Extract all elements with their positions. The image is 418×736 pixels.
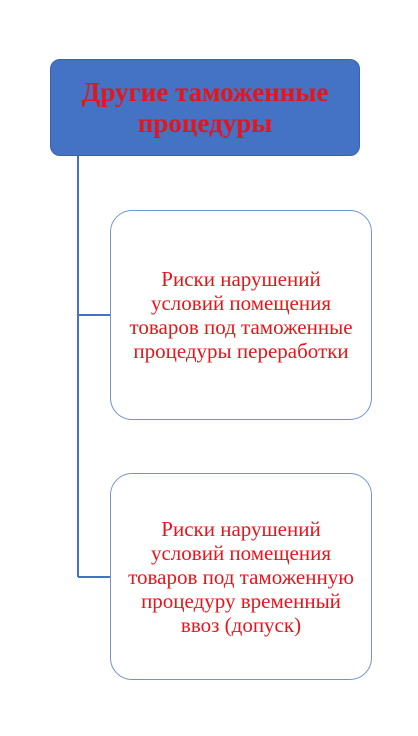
child-label-processing: Риски нарушений условий помещения товаро… bbox=[129, 267, 353, 363]
root-title: Другие таможенные процедуры bbox=[81, 76, 329, 138]
child-node-temporary-import: Риски нарушений условий помещения товаро… bbox=[110, 473, 372, 680]
child-node-processing: Риски нарушений условий помещения товаро… bbox=[110, 210, 372, 420]
child-label-temporary-import: Риски нарушений условий помещения товаро… bbox=[128, 516, 354, 637]
root-node: Другие таможенные процедуры bbox=[50, 59, 360, 156]
